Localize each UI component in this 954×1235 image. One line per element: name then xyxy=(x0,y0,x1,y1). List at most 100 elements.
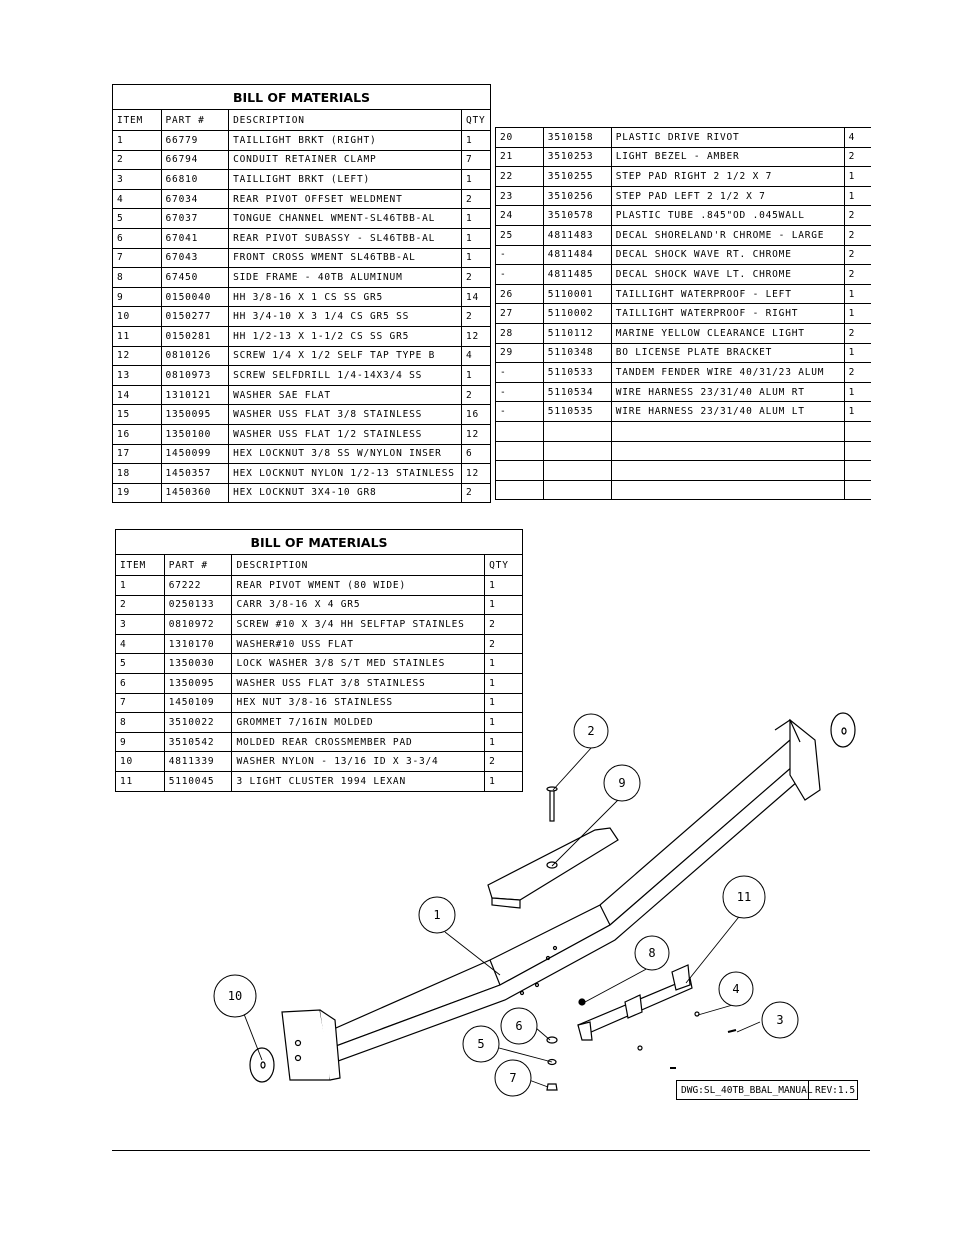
cell-description: SCREW #10 X 3/4 HH SELFTAP STAINLES xyxy=(231,614,486,635)
cell-part: 5110002 xyxy=(542,303,612,324)
cell-qty: 1 xyxy=(843,303,871,324)
table-row xyxy=(495,420,871,442)
cell-description: SIDE FRAME - 40TB ALUMINUM xyxy=(228,267,462,288)
cell-description: 3 LIGHT CLUSTER 1994 LEXAN xyxy=(231,770,486,792)
cell-description: DECAL SHOCK WAVE RT. CHROME xyxy=(610,244,845,266)
cell-part: 1310121 xyxy=(160,384,230,406)
cell-qty: 2 xyxy=(843,264,871,285)
cell-description: REAR PIVOT OFFSET WELDMENT xyxy=(228,188,462,210)
header-item: ITEM xyxy=(115,554,165,576)
header-qty: QTY xyxy=(461,109,491,131)
cell-description: STEP PAD LEFT 2 1/2 X 7 xyxy=(610,185,845,207)
cell-description: HEX LOCKNUT NYLON 1/2-13 STAINLESS xyxy=(228,463,462,484)
drawing-number: DWG:SL_40TB_BBAL_MANUAL xyxy=(681,1084,813,1096)
balloon-4: 4 xyxy=(732,982,739,996)
cell-item: 4 xyxy=(112,188,162,210)
cell-qty: 1 xyxy=(484,672,523,694)
carriage-bolt xyxy=(546,786,558,822)
cell-part: 66794 xyxy=(160,149,230,171)
cell-item: 7 xyxy=(115,692,165,714)
cell-qty xyxy=(843,479,871,501)
cell-part: 5110534 xyxy=(542,381,612,403)
cell-item: 21 xyxy=(495,146,544,168)
cell-description: SCREW 1/4 X 1/2 SELF TAP TYPE B xyxy=(228,345,462,367)
cell-description: WASHER#10 USS FLAT xyxy=(231,633,486,655)
header-description: DESCRIPTION xyxy=(231,554,486,576)
cell-part: 5110001 xyxy=(542,283,612,305)
cell-qty: 1 xyxy=(484,653,523,674)
cell-qty: 2 xyxy=(843,362,871,383)
cell-part: 4811485 xyxy=(542,264,612,285)
cell-qty: 2 xyxy=(843,322,871,344)
cell-qty: 1 xyxy=(461,365,491,386)
cell-part: 5110533 xyxy=(542,362,612,383)
cell-item: 1 xyxy=(115,575,165,596)
header-part: PART # xyxy=(160,109,230,131)
cell-part: 1450360 xyxy=(160,482,230,504)
cell-part: 1350100 xyxy=(160,423,230,445)
cell-item: - xyxy=(495,264,544,285)
cell-qty: 4 xyxy=(461,345,491,367)
cell-description: FRONT CROSS WMENT SL46TBB-AL xyxy=(228,247,462,269)
nylon-washer-right xyxy=(830,712,856,748)
cell-description xyxy=(610,420,845,442)
cell-part: 0150281 xyxy=(160,325,230,347)
header-item: ITEM xyxy=(112,109,162,131)
cell-item: 4 xyxy=(115,633,165,655)
cell-item: 16 xyxy=(112,423,162,445)
cell-part: 3510256 xyxy=(542,185,612,207)
cell-description: PLASTIC TUBE .845"OD .045WALL xyxy=(610,205,845,226)
cell-qty: 12 xyxy=(461,463,491,484)
cell-description: REAR PIVOT WMENT (80 WIDE) xyxy=(231,575,486,596)
cell-qty: 12 xyxy=(461,325,491,347)
cell-description: TAILLIGHT BRKT (LEFT) xyxy=(228,169,462,190)
cell-qty: 1 xyxy=(843,166,871,187)
cell-description: BO LICENSE PLATE BRACKET xyxy=(610,342,845,364)
cell-qty: 2 xyxy=(484,633,523,655)
cell-part: 4811484 xyxy=(542,244,612,266)
balloon-8: 8 xyxy=(648,946,655,960)
drawing-title-block: DWG:SL_40TB_BBAL_MANUAL REV:1.5 xyxy=(676,1080,858,1100)
cell-item: 8 xyxy=(115,712,165,733)
cell-part xyxy=(542,479,612,501)
cell-item: 2 xyxy=(115,594,165,616)
cell-part: 0810126 xyxy=(160,345,230,367)
cell-description: TONGUE CHANNEL WMENT-SL46TBB-AL xyxy=(228,208,462,229)
cell-part: 1450099 xyxy=(160,443,230,465)
cell-part: 1310170 xyxy=(163,633,233,655)
revision: REV:1.5 xyxy=(815,1084,856,1096)
cell-item: 10 xyxy=(115,751,165,772)
cell-part: 5110535 xyxy=(542,401,612,422)
cell-item: 12 xyxy=(112,345,162,367)
cell-part: 0810972 xyxy=(163,614,233,635)
cell-part: 67034 xyxy=(160,188,230,210)
cell-description xyxy=(610,460,845,481)
header-part: PART # xyxy=(163,554,233,576)
cell-qty: 2 xyxy=(843,146,871,168)
cell-item: 8 xyxy=(112,267,162,288)
cell-item: 20 xyxy=(495,127,544,148)
cell-item: 13 xyxy=(112,365,162,386)
cell-description: TAILLIGHT WATERPROOF - LEFT xyxy=(610,283,845,305)
balloon-callouts xyxy=(213,713,799,1097)
cell-qty: 14 xyxy=(461,286,491,308)
cell-qty: 7 xyxy=(461,149,491,171)
